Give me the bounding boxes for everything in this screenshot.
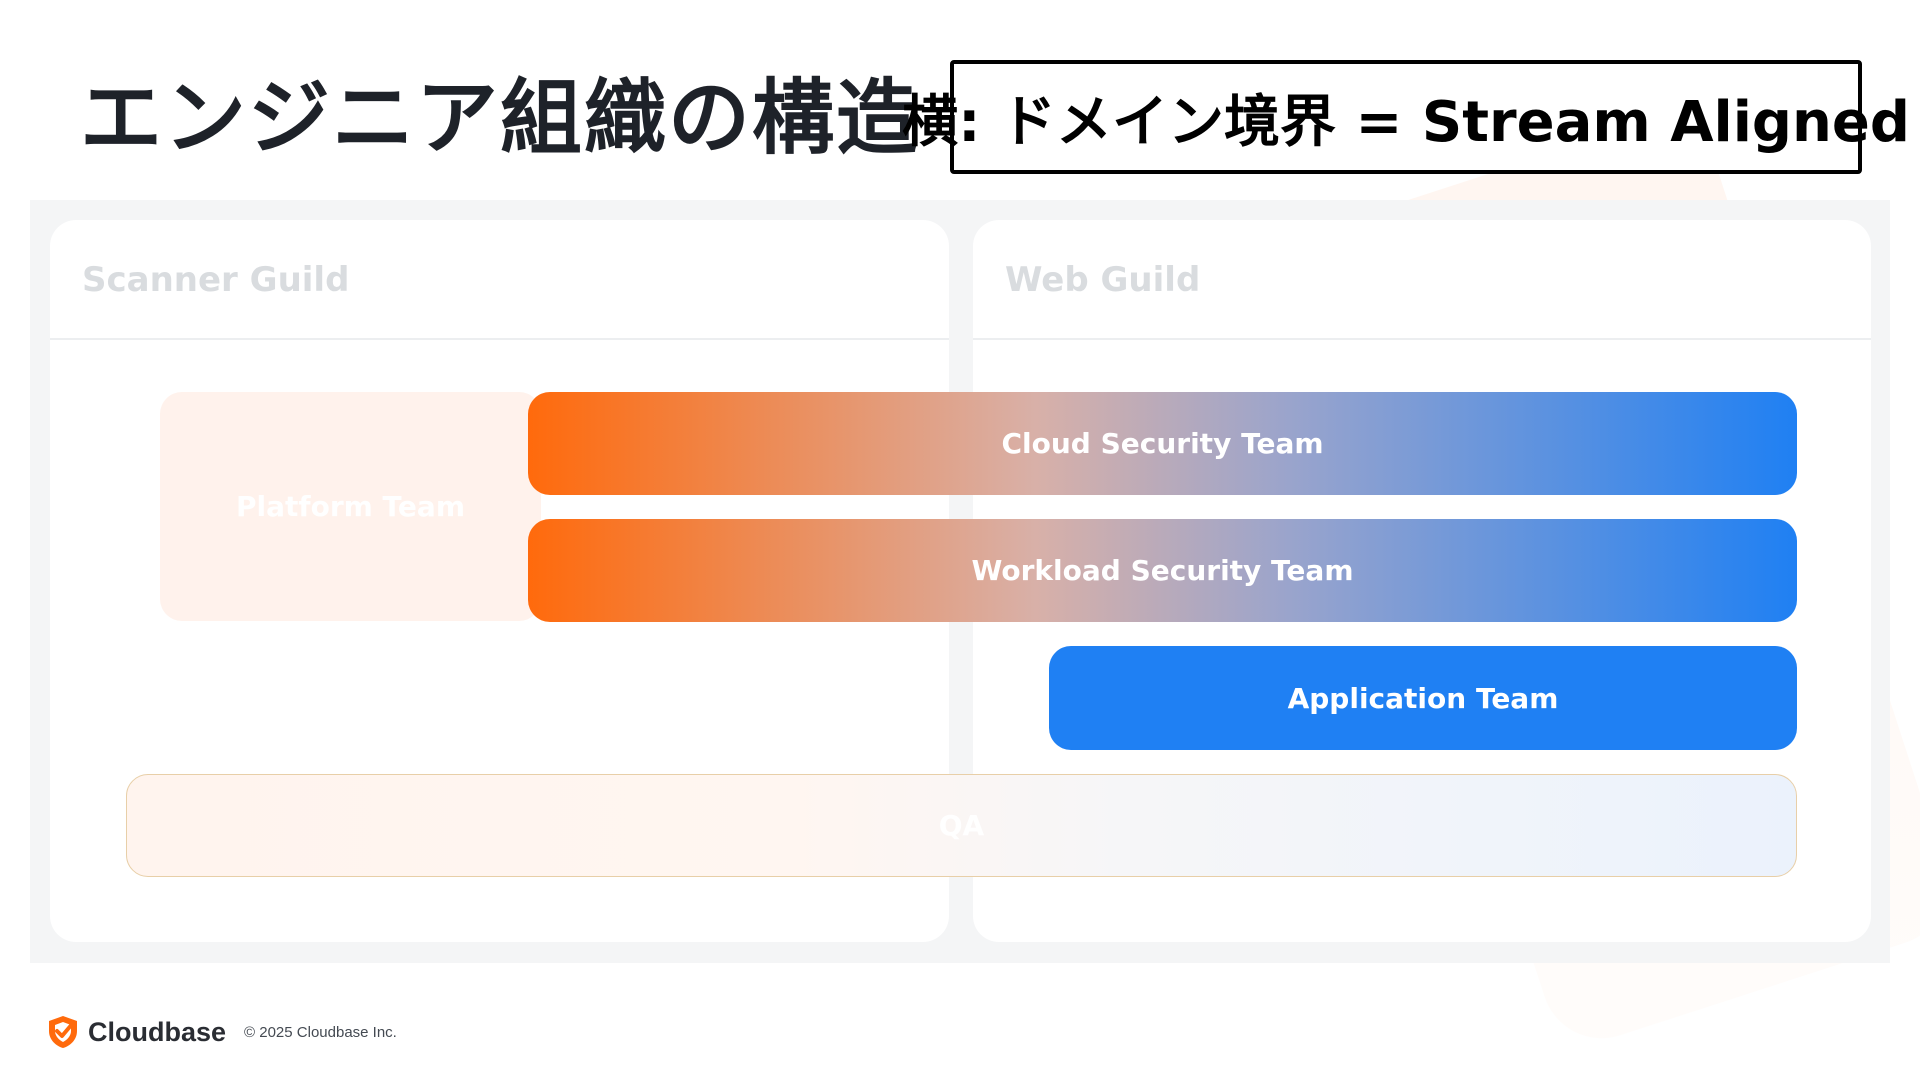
team-application: Application Team: [1049, 646, 1797, 750]
guild-title-scanner: Scanner Guild: [50, 220, 949, 340]
page-title: エンジニア組織の構造: [80, 71, 921, 166]
brand-name: Cloudbase: [88, 1016, 227, 1047]
footer: Cloudbase © 2025 Cloudbase Inc.: [46, 1012, 397, 1052]
team-qa: QA: [126, 774, 1797, 877]
team-platform: Platform Team: [160, 392, 541, 621]
shield-check-icon: [49, 1016, 77, 1048]
org-board: Scanner Guild Web Guild Platform Team Cl…: [30, 200, 1890, 963]
team-cloud-security: Cloud Security Team: [528, 392, 1797, 495]
guild-title-web: Web Guild: [973, 220, 1871, 340]
copyright: © 2025 Cloudbase Inc.: [244, 1023, 397, 1041]
callout-box: 横: ドメイン境界 = Stream Aligned: [902, 60, 1910, 174]
team-workload-security: Workload Security Team: [528, 519, 1797, 622]
